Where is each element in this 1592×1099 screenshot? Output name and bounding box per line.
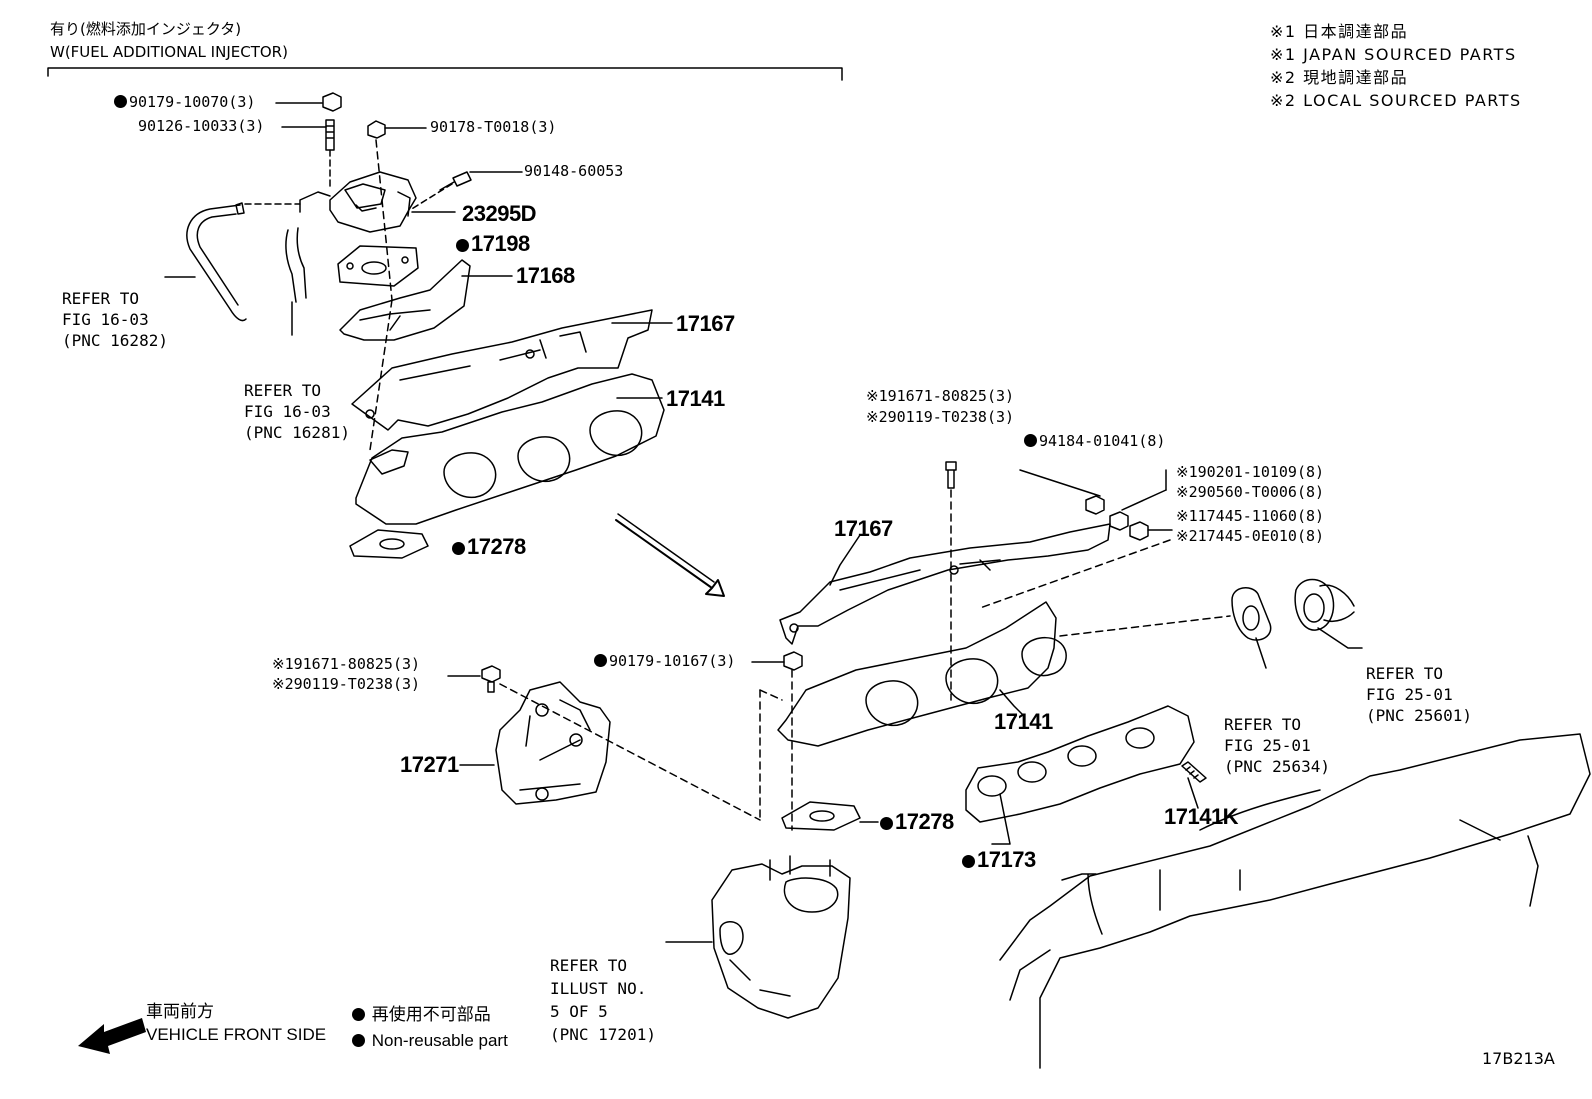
- part-label-23295d: 23295D: [462, 201, 537, 226]
- note-local-jp: ※2 現地調達部品: [1270, 68, 1409, 87]
- figure-id: 17B213A: [1482, 1049, 1555, 1068]
- note-japan-jp: ※1 日本調達部品: [1270, 22, 1409, 41]
- header-title-jp: 有り(燃料添加インジェクタ): [50, 20, 242, 38]
- part-label-17141-top: 17141: [666, 386, 725, 411]
- part-label-90119-t0238-left: ※290119-T0238(3): [272, 675, 421, 693]
- part-label-90201-10109: ※190201-10109(8): [1176, 463, 1325, 481]
- leader-lines-right: [447, 469, 1363, 943]
- bullet-dot-icon: [352, 1034, 365, 1047]
- note-japan-en: ※1 JAPAN SOURCED PARTS: [1270, 45, 1517, 64]
- bullet-dot-icon: [456, 239, 469, 252]
- part-label-90126-10033: 90126-10033(3): [138, 117, 265, 135]
- manifold-assembly-drawing: [481, 461, 1591, 1069]
- assembly-arrow: [615, 519, 725, 597]
- injector-assembly-drawing: [186, 92, 665, 559]
- part-label-17278-top: 17278: [452, 536, 526, 558]
- part-label-90560-t0006: ※290560-T0006(8): [1176, 483, 1325, 501]
- header-title-en: W(FUEL ADDITIONAL INJECTOR): [50, 43, 288, 61]
- part-label-90179-10070: 90179-10070(3): [114, 95, 255, 110]
- part-label-17198: 17198: [456, 233, 530, 255]
- legend-nonreusable-en: Non-reusable part: [352, 1032, 508, 1049]
- part-label-91671-80825-left: ※191671-80825(3): [272, 655, 421, 673]
- part-label-90179-10167: 90179-10167(3): [594, 654, 735, 669]
- part-label-17167-top: 17167: [676, 311, 735, 336]
- bullet-dot-icon: [452, 542, 465, 555]
- bullet-dot-icon: [1024, 434, 1037, 447]
- front-arrow-icon: [78, 1018, 146, 1054]
- part-label-90148-60053: 90148-60053: [524, 162, 624, 180]
- part-label-17445-0e010: ※217445-0E010(8): [1176, 527, 1325, 545]
- part-label-17445-11060: ※117445-11060(8): [1176, 507, 1325, 525]
- part-label-90178-t0018: 90178-T0018(3): [430, 118, 557, 136]
- bullet-dot-icon: [594, 654, 607, 667]
- legend-nonreusable-jp: 再使用不可部品: [352, 1006, 491, 1023]
- legend-front-jp: 車両前方: [146, 1002, 214, 1021]
- note-local-en: ※2 LOCAL SOURCED PARTS: [1270, 91, 1522, 110]
- header-bracket: [47, 67, 843, 81]
- part-label-17271: 17271: [400, 752, 459, 777]
- part-label-17141k: 17141K: [1164, 804, 1239, 829]
- part-label-17173: 17173: [962, 849, 1036, 871]
- part-label-17167-right: 17167: [834, 516, 893, 541]
- leader-lines-top: [164, 102, 673, 399]
- bullet-dot-icon: [352, 1008, 365, 1021]
- part-label-91671-80825-right: ※191671-80825(3): [866, 387, 1015, 405]
- part-label-17168: 17168: [516, 263, 575, 288]
- bullet-dot-icon: [962, 855, 975, 868]
- part-label-17141-right: 17141: [994, 709, 1053, 734]
- legend-front-en: VEHICLE FRONT SIDE: [146, 1025, 327, 1044]
- part-label-17278-bottom: 17278: [880, 811, 954, 833]
- bullet-dot-icon: [114, 95, 127, 108]
- part-label-90119-t0238-right: ※290119-T0238(3): [866, 408, 1015, 426]
- part-label-94184-01041: 94184-01041(8): [1024, 434, 1165, 449]
- bullet-dot-icon: [880, 817, 893, 830]
